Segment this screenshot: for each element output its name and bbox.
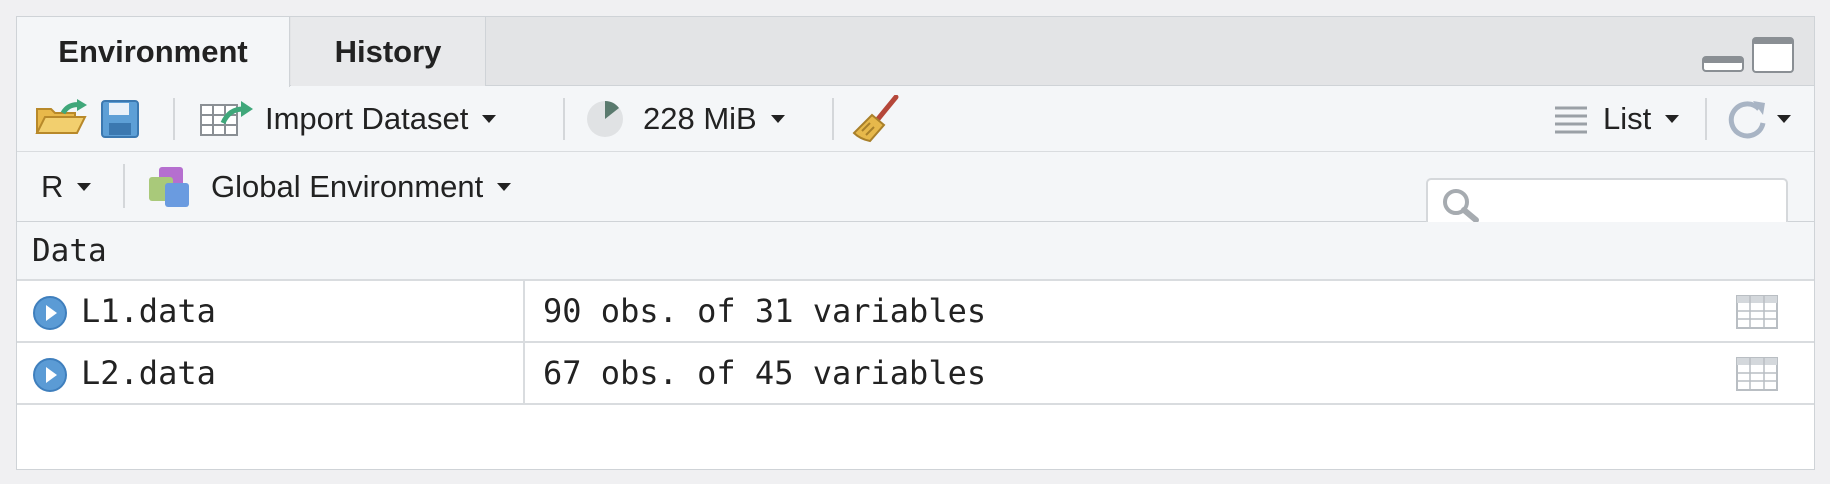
- toolbar-separator: [563, 98, 565, 140]
- language-selector[interactable]: R: [41, 152, 92, 221]
- environment-toolbar: R Global Environment: [17, 152, 1814, 228]
- clear-objects-button[interactable]: [852, 86, 902, 151]
- environment-label: Global Environment: [211, 168, 484, 204]
- object-value: 90 obs. of 31 variables: [543, 292, 987, 330]
- language-label: R: [41, 168, 64, 204]
- tab-bar: Environment History: [17, 17, 1814, 87]
- search-box[interactable]: [1426, 178, 1788, 228]
- section-header-data: Data: [17, 222, 1814, 281]
- chevron-down-icon: [1777, 114, 1791, 123]
- object-name: L2.data: [81, 354, 216, 392]
- expand-arrow-icon[interactable]: [32, 295, 68, 331]
- main-toolbar: Import Dataset 228 MiB: [17, 86, 1814, 152]
- memory-pie-icon: [587, 100, 623, 137]
- environment-selector[interactable]: Global Environment: [147, 152, 512, 221]
- chevron-down-icon: [77, 182, 92, 191]
- window-controls: [1702, 37, 1794, 73]
- toolbar-separator: [1705, 98, 1707, 140]
- environment-pane: Environment History: [16, 16, 1815, 470]
- view-mode-label: List: [1603, 100, 1652, 136]
- view-data-icon[interactable]: [1736, 357, 1778, 391]
- refresh-icon: [1728, 100, 1766, 138]
- object-name-cell: L1.data: [17, 281, 525, 341]
- table-row[interactable]: L1.data 90 obs. of 31 variables: [17, 281, 1814, 343]
- chevron-down-icon: [1665, 114, 1680, 123]
- broom-icon: [852, 94, 899, 142]
- save-icon: [101, 99, 139, 138]
- chevron-down-icon: [482, 114, 497, 123]
- view-data-icon[interactable]: [1736, 295, 1778, 329]
- save-workspace-button[interactable]: [101, 86, 139, 151]
- object-value: 67 obs. of 45 variables: [543, 354, 987, 392]
- minimize-icon[interactable]: [1702, 51, 1744, 73]
- toolbar-separator: [832, 98, 834, 140]
- tab-environment[interactable]: Environment: [17, 17, 290, 87]
- table-row[interactable]: L2.data 67 obs. of 45 variables: [17, 343, 1814, 405]
- memory-usage-label: 228 MiB: [643, 100, 757, 136]
- toolbar-separator: [173, 98, 175, 140]
- environment-icon: [149, 166, 189, 207]
- import-dataset-button[interactable]: Import Dataset: [199, 86, 497, 151]
- tab-history[interactable]: History: [291, 17, 486, 86]
- import-dataset-label: Import Dataset: [265, 100, 469, 136]
- toolbar-separator: [123, 164, 125, 208]
- import-table-icon: [200, 100, 253, 136]
- expand-arrow-icon[interactable]: [32, 357, 68, 393]
- chevron-down-icon: [497, 182, 512, 191]
- open-folder-icon: [35, 98, 87, 134]
- search-icon: [1443, 189, 1479, 222]
- memory-usage-button[interactable]: 228 MiB: [585, 86, 785, 151]
- object-name-cell: L2.data: [17, 343, 525, 403]
- view-mode-button[interactable]: List: [1553, 86, 1680, 151]
- chevron-down-icon: [770, 114, 785, 123]
- load-workspace-button[interactable]: [33, 86, 89, 151]
- object-name: L1.data: [81, 292, 216, 330]
- maximize-icon[interactable]: [1752, 37, 1794, 73]
- refresh-button[interactable]: [1725, 86, 1791, 151]
- list-icon: [1555, 106, 1587, 133]
- search-input[interactable]: [1488, 184, 1782, 222]
